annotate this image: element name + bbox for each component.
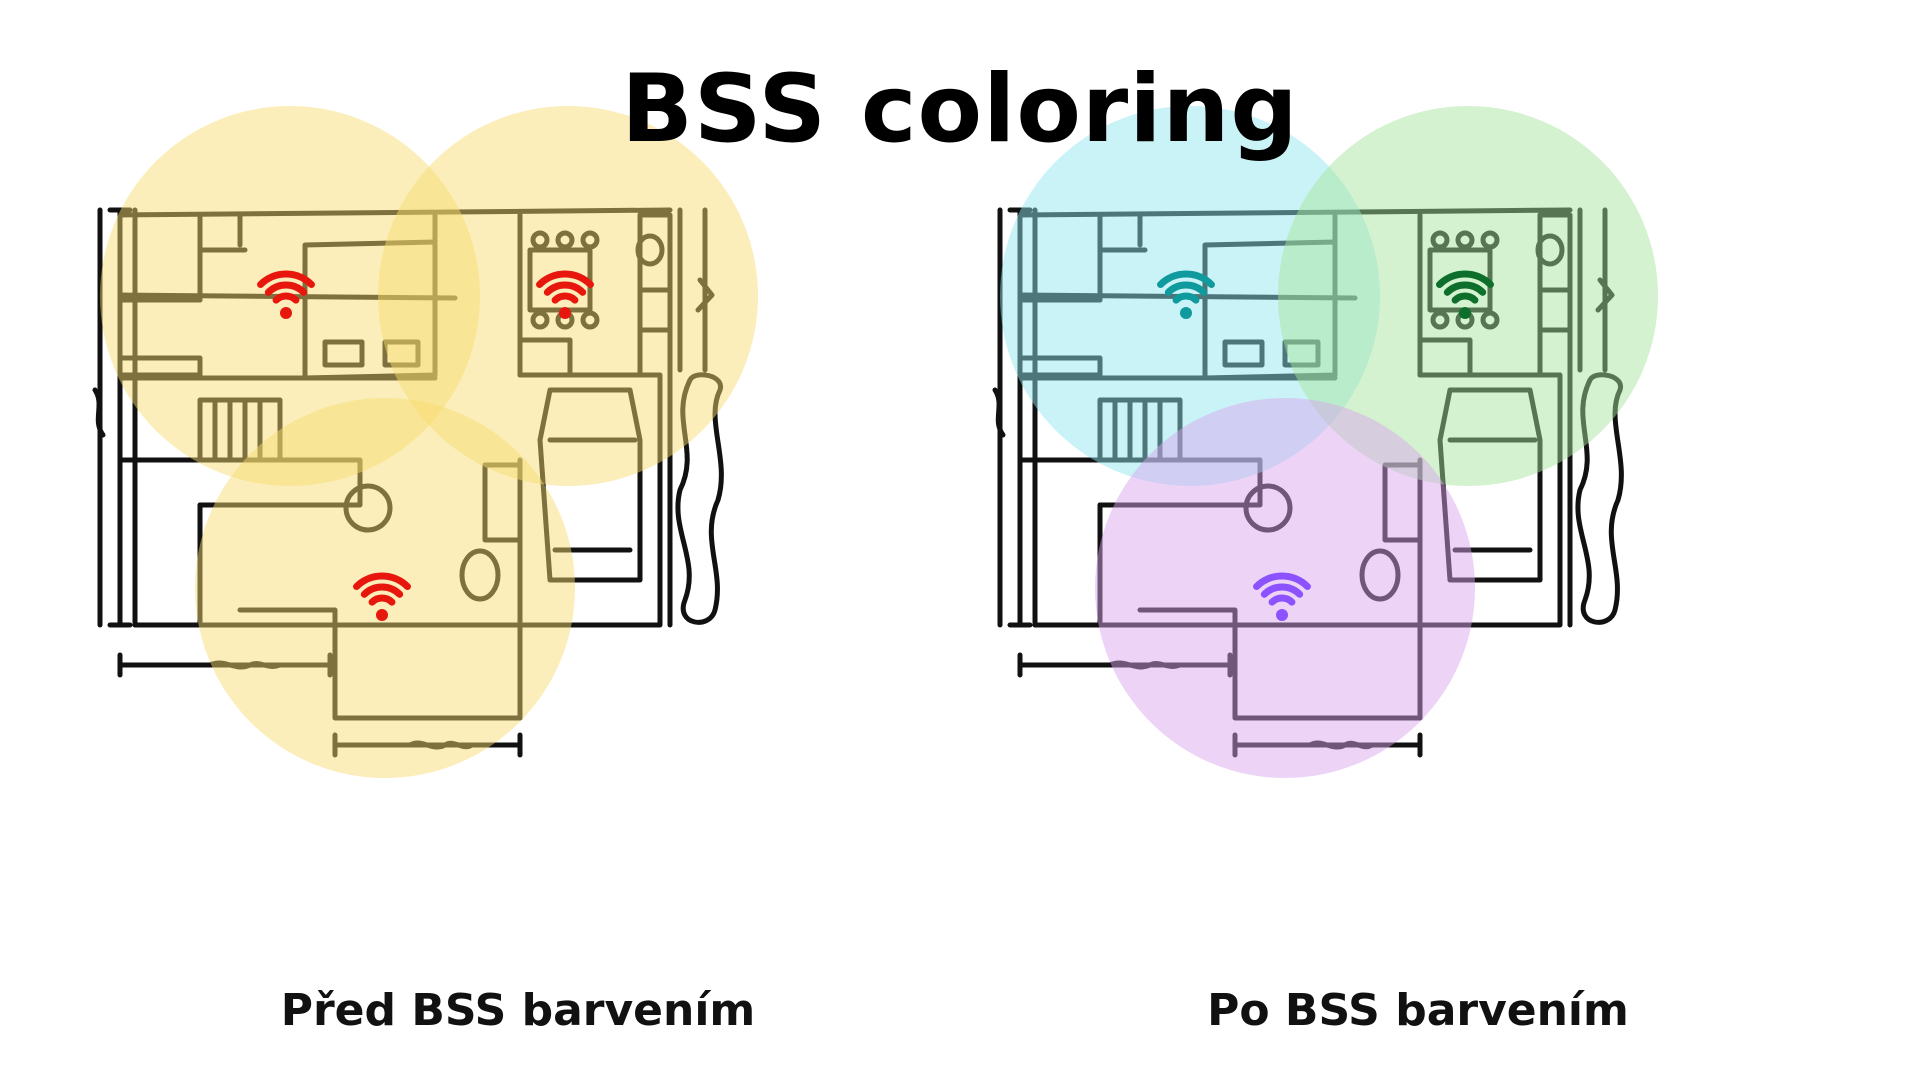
- wifi-arc-1: [543, 281, 587, 296]
- wifi-arc-2: [1451, 292, 1479, 304]
- floorplan-stroke-6: [322, 339, 421, 368]
- wifi-icon-bss-1: [257, 270, 315, 319]
- wifi-arc-2: [1172, 292, 1200, 304]
- wifi-arc-0: [353, 572, 411, 591]
- wifi-arc-1: [1443, 281, 1487, 296]
- floorplan-stroke-25: [1232, 732, 1423, 758]
- floorplan-stroke-23: [675, 372, 724, 625]
- floorplan-stroke-20: [1417, 372, 1563, 628]
- floorplan-stroke-7: [117, 355, 438, 381]
- wifi-arc-1: [360, 583, 404, 598]
- wifi-icon-bss-3: [353, 572, 411, 621]
- coverage-zones-before: [100, 106, 758, 778]
- wifi-dot: [1459, 307, 1471, 319]
- floorplan-stroke-11: [1243, 483, 1293, 533]
- floorplan-after: [992, 207, 1624, 758]
- wifi-arc-1: [1260, 583, 1304, 598]
- floorplan-stroke-13: [1382, 457, 1423, 721]
- wifi-icon-bss-2: [1436, 270, 1494, 319]
- floorplan-stroke-26: [992, 207, 1006, 628]
- floorplan-stroke-21: [1437, 387, 1543, 583]
- panel-before: [92, 106, 1000, 1000]
- floorplan-stroke-18: [1537, 212, 1573, 628]
- floorplan-stroke-18: [637, 212, 673, 628]
- wifi-arc-0: [257, 270, 315, 289]
- wifi-icons-before: [257, 270, 594, 621]
- floorplan-stroke-20: [517, 372, 663, 628]
- wifi-arc-2: [272, 292, 300, 304]
- wifi-dot: [1180, 307, 1192, 319]
- wifi-dot: [1276, 609, 1288, 621]
- wifi-arc-0: [1253, 572, 1311, 591]
- floorplan-stroke-23: [1575, 372, 1624, 625]
- wifi-arc-2: [551, 292, 579, 304]
- floorplan-stroke-19: [1535, 233, 1565, 267]
- floorplan-diagram-after: [992, 106, 1658, 778]
- wifi-arc-1: [264, 281, 308, 296]
- wifi-dot: [559, 307, 571, 319]
- caption-before: Před BSS barvením: [280, 985, 756, 1036]
- floorplan-stroke-10: [132, 502, 338, 628]
- floorplan-stroke-3: [197, 212, 248, 303]
- floorplan-stroke-22: [1577, 207, 1615, 373]
- floorplan-stroke-0: [1007, 207, 1038, 628]
- caption-after: Po BSS barvením: [1207, 985, 1629, 1036]
- floorplan-stroke-19: [635, 233, 665, 267]
- wifi-icon-bss-2: [536, 270, 594, 319]
- floorplan-stroke-9: [117, 457, 363, 508]
- floorplan-stroke-24: [117, 652, 333, 678]
- wifi-dot: [376, 609, 388, 621]
- floorplan-stroke-14: [1359, 548, 1401, 602]
- floorplan-diagram-before: [92, 106, 758, 778]
- wifi-arc-0: [1157, 270, 1215, 289]
- coverage-zones-after: [1000, 106, 1658, 778]
- wifi-dot: [280, 307, 292, 319]
- wifi-arc-2: [1268, 594, 1296, 606]
- floorplan-before: [92, 207, 724, 758]
- floorplan-stroke-10: [1032, 502, 1238, 628]
- page-title: BSS coloring: [621, 55, 1299, 164]
- floorplan-stroke-14: [459, 548, 501, 602]
- wifi-arc-0: [536, 270, 594, 289]
- wifi-arc-0: [1436, 270, 1494, 289]
- floorplan-stroke-17: [1427, 230, 1500, 330]
- floorplan-stroke-26: [92, 207, 106, 628]
- floorplan-stroke-24: [1017, 652, 1233, 678]
- wifi-icon-bss-3: [1253, 572, 1311, 621]
- floorplan-stroke-25: [332, 732, 523, 758]
- wifi-icons-after: [1157, 270, 1494, 621]
- floorplan-stroke-21: [537, 387, 643, 583]
- floorplan-stroke-17: [527, 230, 600, 330]
- wifi-icon-bss-1: [1157, 270, 1215, 319]
- floorplan-stroke-6: [1222, 339, 1321, 368]
- floorplan-stroke-11: [343, 483, 393, 533]
- floorplan-stroke-0: [107, 207, 138, 628]
- floorplan-stroke-9: [1017, 457, 1263, 508]
- wifi-arc-1: [1164, 281, 1208, 296]
- wifi-arc-2: [368, 594, 396, 606]
- floorplan-stroke-22: [677, 207, 715, 373]
- floorplan-stroke-7: [1017, 355, 1338, 381]
- floorplan-stroke-13: [482, 457, 523, 721]
- floorplan-stroke-3: [1097, 212, 1148, 303]
- panel-after: [992, 106, 1900, 1000]
